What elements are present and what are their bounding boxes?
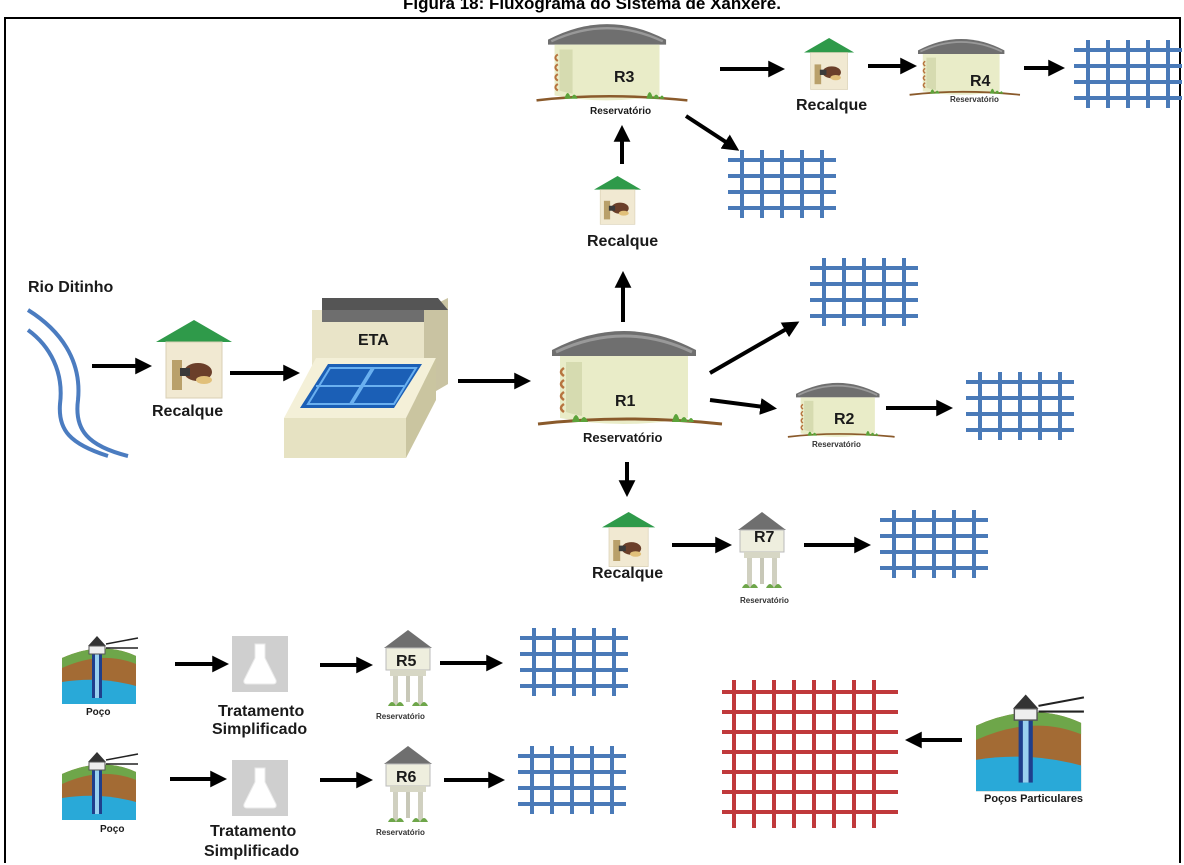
pump-station-main-icon (155, 319, 233, 399)
reservoir-r4-icon (908, 38, 1021, 96)
distribution-grid-r2-icon (964, 370, 1076, 442)
reservoir-r7-name: R7 (754, 529, 775, 546)
reservoir-r4-caption: Reservatório (950, 95, 999, 104)
reservoir-r6-name: R6 (396, 769, 417, 786)
arrow-r1-to-grid (709, 321, 800, 375)
well-2-label: Poço (100, 824, 124, 835)
reservoir-r1-icon (536, 329, 724, 426)
distribution-grid-r3-icon (726, 148, 838, 220)
pump-r7-label: Recalque (592, 565, 663, 582)
reservoir-r2-caption: Reservatório (812, 440, 861, 449)
figure-caption: Figura 18: Fluxograma do Sistema de Xanx… (403, 0, 781, 13)
well-2-icon (61, 751, 139, 821)
pump-station-r4-icon (803, 37, 855, 90)
reservoir-r3-icon (535, 22, 689, 102)
eta-label: ETA (358, 332, 389, 349)
distribution-grid-r5-icon (518, 626, 630, 698)
pump-station-r7-icon (601, 511, 656, 567)
treatment-1-line2: Simplificado (212, 721, 307, 738)
diagram-frame (4, 17, 1181, 863)
treatment-1-line1: Tratamento (218, 703, 304, 720)
treatment-2-line1: Tratamento (210, 823, 296, 840)
eta-treatment-plant-icon (284, 298, 448, 458)
reservoir-r7-icon (737, 511, 787, 589)
reservoir-r1-name: R1 (615, 393, 636, 410)
distribution-grid-r1-icon (808, 256, 920, 328)
reservoir-r2-icon (787, 382, 896, 438)
reservoir-r6-caption: Reservatório (376, 828, 425, 837)
reservoir-r3-caption: Reservatório (590, 106, 651, 117)
pump-r3-label: Recalque (587, 233, 658, 250)
distribution-grid-r6-icon (516, 744, 628, 816)
treatment-2-line2: Simplificado (204, 843, 299, 860)
well-1-label: Poço (86, 707, 110, 718)
distribution-grid-r7-icon (878, 508, 990, 580)
reservoir-r1-caption: Reservatório (583, 430, 663, 445)
distribution-grid-r4-icon (1072, 38, 1184, 110)
private-wells-icon (974, 693, 1085, 793)
reservoir-r4-name: R4 (970, 73, 991, 90)
pump-r4-label: Recalque (796, 97, 867, 114)
private-network-red-grid-icon (722, 680, 898, 828)
river-icon (26, 308, 129, 458)
treatment-1-flask-icon (231, 635, 289, 693)
arrow-r3-to-grid (684, 114, 740, 151)
reservoir-r7-caption: Reservatório (740, 596, 789, 605)
reservoir-r2-name: R2 (834, 411, 855, 428)
private-wells-label: Poços Particulares (984, 793, 1083, 805)
reservoir-r5-name: R5 (396, 653, 417, 670)
pump-station-r3-icon (593, 175, 642, 225)
reservoir-r3-name: R3 (614, 69, 635, 86)
arrow-r1-to-r2 (709, 398, 777, 415)
treatment-2-flask-icon (231, 759, 289, 817)
river-label: Rio Ditinho (28, 279, 114, 296)
reservoir-r5-caption: Reservatório (376, 712, 425, 721)
pump-main-label: Recalque (152, 403, 223, 420)
well-1-icon (61, 635, 139, 705)
